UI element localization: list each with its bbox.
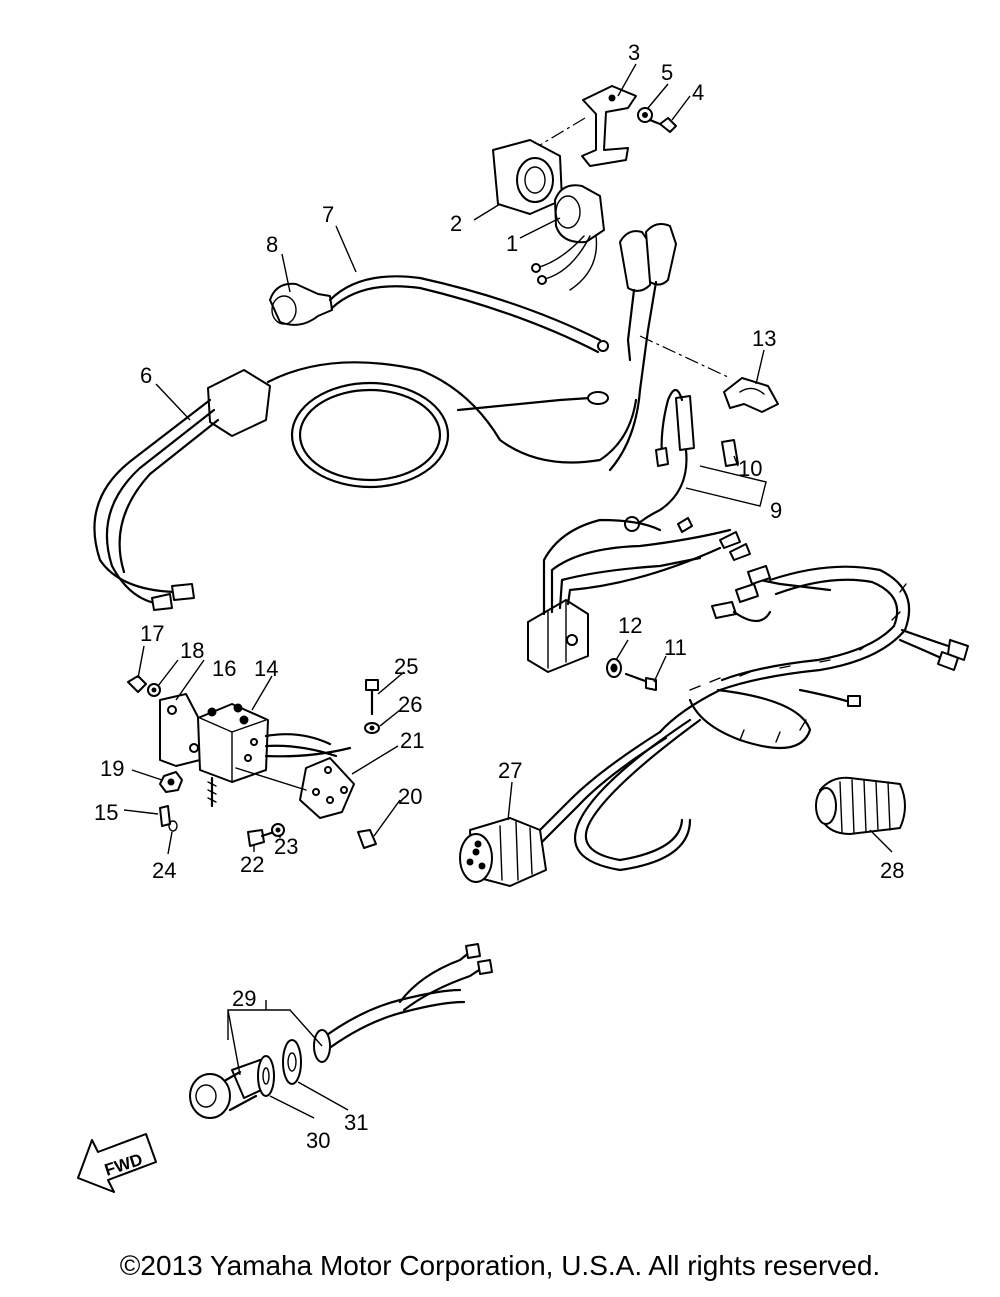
- washer-18: [147, 683, 161, 697]
- plate-21: [299, 757, 355, 819]
- callout-2: 2: [450, 211, 462, 236]
- callout-27: 27: [498, 758, 522, 783]
- fwd-arrow: FWD: [77, 1133, 157, 1193]
- wire-7: [328, 275, 609, 354]
- washer-5: [637, 107, 653, 123]
- assembly-line: [639, 335, 731, 379]
- callout-7: 7: [322, 202, 334, 227]
- assembly-line: [534, 117, 586, 149]
- callout-29: 29: [232, 986, 256, 1011]
- connector-27: [459, 817, 547, 887]
- washer-30: [257, 1055, 275, 1097]
- clip-24: [168, 820, 178, 832]
- callout-25: 25: [394, 654, 418, 679]
- switch-14: [197, 703, 352, 808]
- callouts: 1 2 3 4 5 6 7 8 9 10 11 12 13 14 15 16 1…: [94, 40, 904, 1153]
- copyright-notice: ©2013 Yamaha Motor Corporation, U.S.A. A…: [119, 1250, 881, 1281]
- boot-8: [269, 282, 333, 326]
- callout-26: 26: [398, 692, 422, 717]
- rectifier: [527, 517, 751, 673]
- screw-15: [159, 805, 171, 827]
- switch-29: [189, 943, 493, 1119]
- callout-1: 1: [506, 231, 518, 256]
- screw-11: [624, 672, 657, 691]
- callout-21: 21: [400, 728, 424, 753]
- fuse-10: [721, 439, 739, 467]
- callout-14: 14: [254, 656, 278, 681]
- callout-6: 6: [140, 363, 152, 388]
- callout-15: 15: [94, 800, 118, 825]
- callout-22: 22: [240, 852, 264, 877]
- fuse-holder-9: [624, 388, 695, 532]
- callout-28: 28: [880, 858, 904, 883]
- callout-17: 17: [140, 621, 164, 646]
- holder-2: [492, 139, 563, 215]
- callout-5: 5: [661, 60, 673, 85]
- callout-9: 9: [770, 498, 782, 523]
- washer-12: [606, 658, 622, 678]
- solenoid-1: [531, 184, 605, 291]
- callout-23: 23: [274, 834, 298, 859]
- callout-19: 19: [100, 756, 124, 781]
- assembly-line: [235, 767, 307, 791]
- screw-17: [127, 675, 147, 693]
- callout-18: 18: [180, 638, 204, 663]
- plug-28: [815, 776, 906, 835]
- clamp-13: [723, 377, 779, 413]
- washer-31: [282, 1039, 302, 1085]
- screw-20: [357, 829, 377, 849]
- callout-30: 30: [306, 1128, 330, 1153]
- screw-4: [648, 117, 677, 133]
- bracket-3: [581, 85, 637, 167]
- bracket-29-leader: [227, 1009, 323, 1047]
- harness-6: [93, 361, 638, 611]
- callout-12: 12: [618, 613, 642, 638]
- callout-13: 13: [752, 326, 776, 351]
- nut-19: [159, 771, 183, 793]
- bolt-25: [365, 679, 379, 716]
- callout-3: 3: [628, 40, 640, 65]
- callout-16: 16: [212, 656, 236, 681]
- callout-11: 11: [664, 635, 687, 660]
- callout-10: 10: [738, 456, 762, 481]
- washer-26: [364, 722, 380, 734]
- callout-8: 8: [266, 232, 278, 257]
- washer-23: [271, 823, 285, 837]
- callout-20: 20: [398, 784, 422, 809]
- leader-lines: [123, 63, 893, 1119]
- callout-4: 4: [692, 80, 704, 105]
- screw-22: [247, 829, 276, 847]
- callout-24: 24: [152, 858, 176, 883]
- cable-boots: [608, 223, 677, 472]
- callout-31: 31: [344, 1110, 368, 1135]
